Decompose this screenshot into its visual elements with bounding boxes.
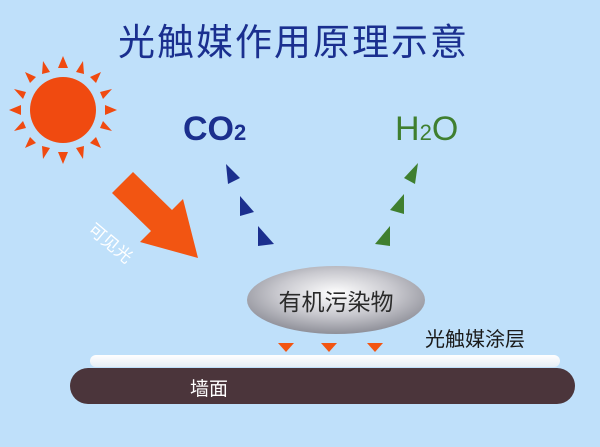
wall-label: 墙面 <box>190 378 229 400</box>
coating-layer <box>90 355 560 367</box>
h2o-triangle-icon <box>375 163 418 246</box>
pollutant-label: 有机污染物 <box>278 290 394 316</box>
wall-bar <box>70 368 575 404</box>
h2o-subscript: 2 <box>419 120 432 145</box>
co2-subscript: 2 <box>234 120 247 145</box>
h2o-main-o: O <box>431 110 459 148</box>
h2o-main-h: H <box>395 110 420 148</box>
light-arrow-icon <box>112 172 198 258</box>
coating-label: 光触媒涂层 <box>425 327 525 351</box>
sun-icon <box>9 56 117 164</box>
pollutant-oval <box>247 266 425 334</box>
catalyst-triangle-icon <box>278 343 383 352</box>
co2-triangle-icon <box>226 164 274 246</box>
co2-main: CO <box>183 110 234 148</box>
h2o-label: H2O <box>395 110 458 149</box>
co2-label: CO2 <box>183 110 246 149</box>
page-title: 光触媒作用原理示意 <box>118 21 469 64</box>
